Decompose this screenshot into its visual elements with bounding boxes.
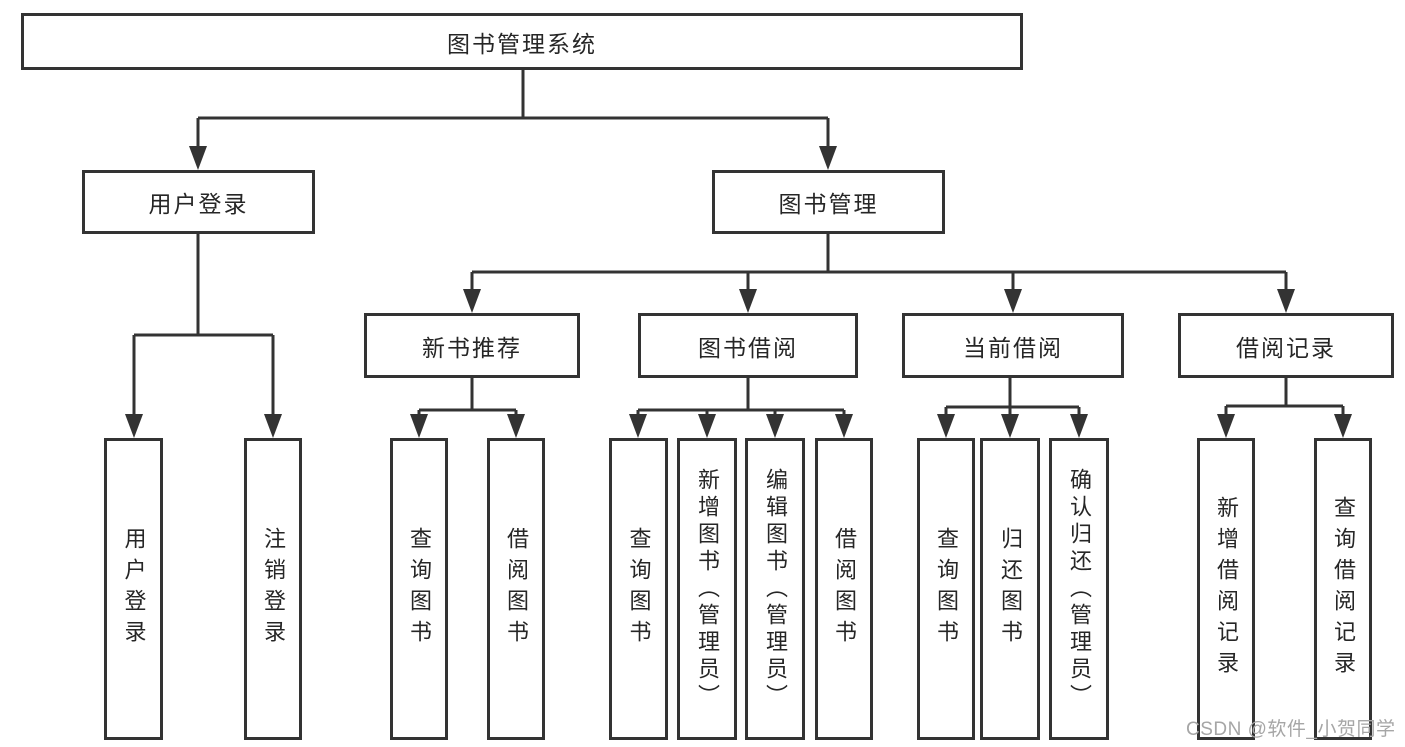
leaf-current-return-books: 归还图书 (980, 438, 1040, 740)
leaf-records-query-record: 查询借阅记录 (1314, 438, 1372, 740)
leaf-current-query-books-label: 查询图书 (934, 527, 959, 651)
node-new-book-recommend: 新书推荐 (364, 313, 580, 378)
leaf-borrow-add-books-admin-label: 新增图书（管理员） (695, 467, 720, 711)
leaf-recommend-query-books-label: 查询图书 (407, 527, 432, 651)
leaf-logout-label: 注销登录 (261, 527, 286, 651)
node-book-management-label: 图书管理 (778, 191, 879, 217)
node-current-borrow: 当前借阅 (902, 313, 1124, 378)
leaf-recommend-query-books: 查询图书 (390, 438, 448, 740)
node-book-management: 图书管理 (712, 170, 945, 234)
leaf-borrow-query-books: 查询图书 (609, 438, 668, 740)
node-user-login-label: 用户登录 (148, 191, 249, 217)
node-book-borrow-label: 图书借阅 (698, 334, 798, 361)
leaf-records-add-record: 新增借阅记录 (1197, 438, 1255, 740)
leaf-current-confirm-return-admin-label: 确认归还（管理员） (1067, 467, 1092, 711)
leaf-recommend-borrow-books-label: 借阅图书 (504, 527, 529, 651)
node-current-borrow-label: 当前借阅 (963, 334, 1063, 361)
leaf-borrow-borrow-books-label: 借阅图书 (832, 527, 857, 651)
leaf-user-login: 用户登录 (104, 438, 163, 740)
node-book-borrow: 图书借阅 (638, 313, 858, 378)
leaf-borrow-query-books-label: 查询图书 (626, 527, 652, 651)
leaf-logout: 注销登录 (244, 438, 302, 740)
node-root-label: 图书管理系统 (447, 30, 597, 57)
leaf-records-query-record-label: 查询借阅记录 (1331, 496, 1356, 682)
leaf-borrow-add-books-admin: 新增图书（管理员） (677, 438, 737, 740)
csdn-watermark: CSDN @软件_小贺同学 (1186, 719, 1396, 740)
node-borrow-records: 借阅记录 (1178, 313, 1394, 378)
leaf-current-confirm-return-admin: 确认归还（管理员） (1049, 438, 1109, 740)
leaf-borrow-borrow-books: 借阅图书 (815, 438, 873, 740)
leaf-borrow-edit-books-admin-label: 编辑图书（管理员） (763, 467, 788, 711)
node-root: 图书管理系统 (21, 13, 1023, 70)
leaf-current-return-books-label: 归还图书 (998, 527, 1023, 651)
arrowhead-icons (125, 146, 1352, 438)
node-new-book-recommend-label: 新书推荐 (422, 334, 522, 361)
leaf-current-query-books: 查询图书 (917, 438, 975, 740)
node-user-login: 用户登录 (82, 170, 315, 234)
leaf-borrow-edit-books-admin: 编辑图书（管理员） (745, 438, 805, 740)
leaf-recommend-borrow-books: 借阅图书 (487, 438, 545, 740)
leaf-user-login-label: 用户登录 (121, 527, 147, 651)
node-borrow-records-label: 借阅记录 (1236, 334, 1336, 361)
leaf-records-add-record-label: 新增借阅记录 (1214, 496, 1239, 682)
